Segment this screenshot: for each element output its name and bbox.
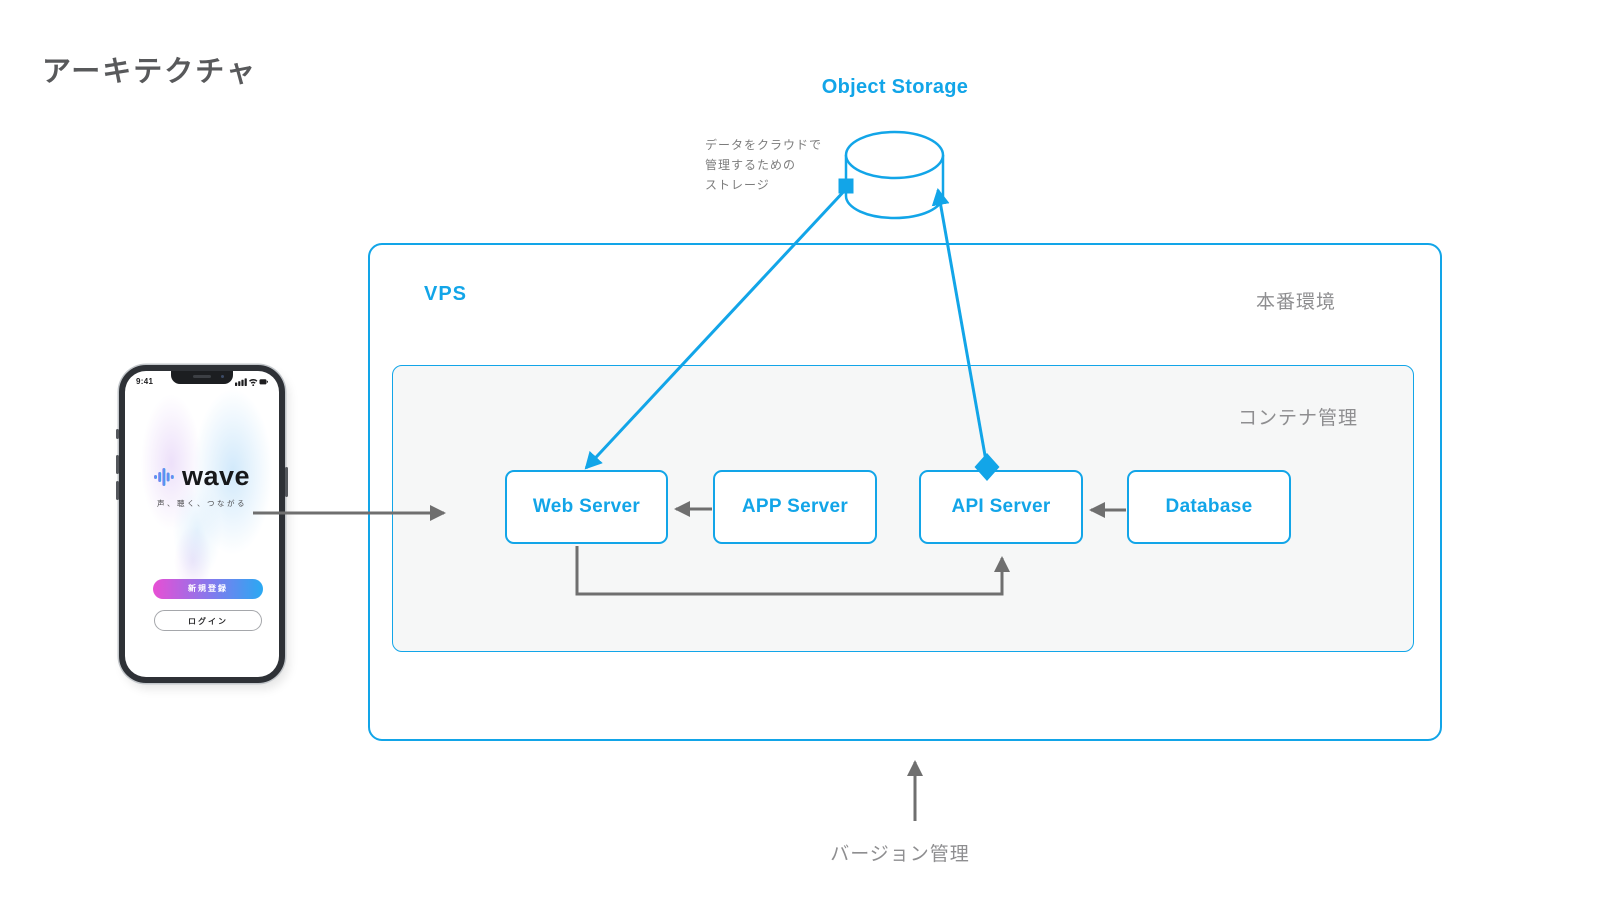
signal-icon bbox=[235, 377, 247, 386]
app-tagline: 声、聴く、つながる bbox=[157, 499, 247, 508]
phone-camera bbox=[221, 375, 224, 378]
phone-status-bar: 9:41 bbox=[125, 375, 279, 387]
node-app-server: APP Server bbox=[713, 470, 877, 544]
object-storage-icon bbox=[844, 130, 945, 220]
container-management-label: コンテナ管理 bbox=[1238, 408, 1359, 429]
battery-icon bbox=[259, 378, 268, 384]
phone-mute-switch bbox=[116, 429, 119, 439]
node-database: Database bbox=[1127, 470, 1291, 544]
phone-volume-up-button bbox=[116, 455, 119, 474]
node-label: Database bbox=[1165, 496, 1253, 517]
page-title: アーキテクチャ bbox=[42, 56, 257, 88]
node-label: Web Server bbox=[532, 496, 641, 517]
node-label: APP Server bbox=[741, 496, 849, 517]
production-environment-label: 本番環境 bbox=[1256, 292, 1337, 313]
app-logo-text: wave bbox=[181, 461, 251, 491]
description-line: ストレージ bbox=[705, 178, 770, 192]
node-api-server: API Server bbox=[919, 470, 1083, 544]
description-line: 管理するための bbox=[705, 158, 797, 172]
login-button[interactable]: ログイン bbox=[154, 610, 262, 631]
version-management-label: バージョン管理 bbox=[830, 844, 970, 865]
app-logo: wave bbox=[125, 461, 279, 492]
phone-notch bbox=[171, 371, 233, 384]
description-line: データをクラウドで bbox=[705, 138, 823, 152]
signup-button[interactable]: 新規登録 bbox=[153, 579, 263, 599]
phone-screen: 9:41 bbox=[125, 371, 279, 677]
object-storage-description: データをクラウドで 管理するための ストレージ bbox=[705, 135, 822, 195]
node-web-server: Web Server bbox=[505, 470, 668, 544]
wifi-icon bbox=[248, 378, 258, 386]
object-storage-label: Object Storage bbox=[821, 76, 969, 98]
status-time: 9:41 bbox=[136, 376, 154, 386]
node-label: API Server bbox=[951, 496, 1051, 517]
phone-power-button bbox=[285, 467, 288, 497]
phone-mockup: 9:41 bbox=[116, 365, 288, 683]
phone-speaker bbox=[193, 375, 211, 378]
phone-volume-down-button bbox=[116, 481, 119, 500]
waveform-logo-icon bbox=[153, 467, 174, 486]
vps-label: VPS bbox=[424, 283, 468, 305]
status-icons bbox=[235, 377, 268, 386]
storage-anchor-square bbox=[838, 178, 854, 194]
